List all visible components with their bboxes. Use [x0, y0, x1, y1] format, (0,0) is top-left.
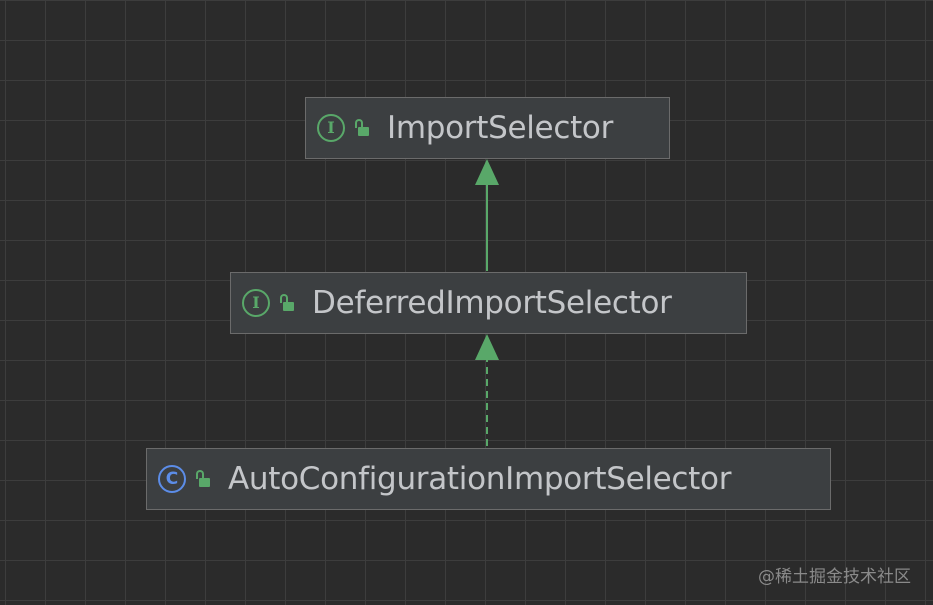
node-auto-configuration-import-selector[interactable]: C AutoConfigurationImportSelector — [146, 448, 831, 510]
edge-deferred-to-import-arrowhead — [475, 159, 499, 185]
edge-auto-to-deferred-arrowhead — [475, 334, 499, 360]
public-lock-icon — [280, 294, 294, 312]
node-import-selector[interactable]: I ImportSelector — [305, 97, 670, 159]
public-lock-icon — [355, 119, 369, 137]
node-label: ImportSelector — [387, 109, 614, 146]
public-lock-icon — [196, 470, 210, 488]
watermark: @稀土掘金技术社区 — [758, 567, 911, 587]
node-label: DeferredImportSelector — [312, 284, 672, 321]
interface-icon: I — [242, 289, 270, 317]
class-icon: C — [158, 465, 186, 493]
node-label: AutoConfigurationImportSelector — [228, 460, 732, 497]
interface-icon: I — [317, 114, 345, 142]
node-deferred-import-selector[interactable]: I DeferredImportSelector — [230, 272, 747, 334]
